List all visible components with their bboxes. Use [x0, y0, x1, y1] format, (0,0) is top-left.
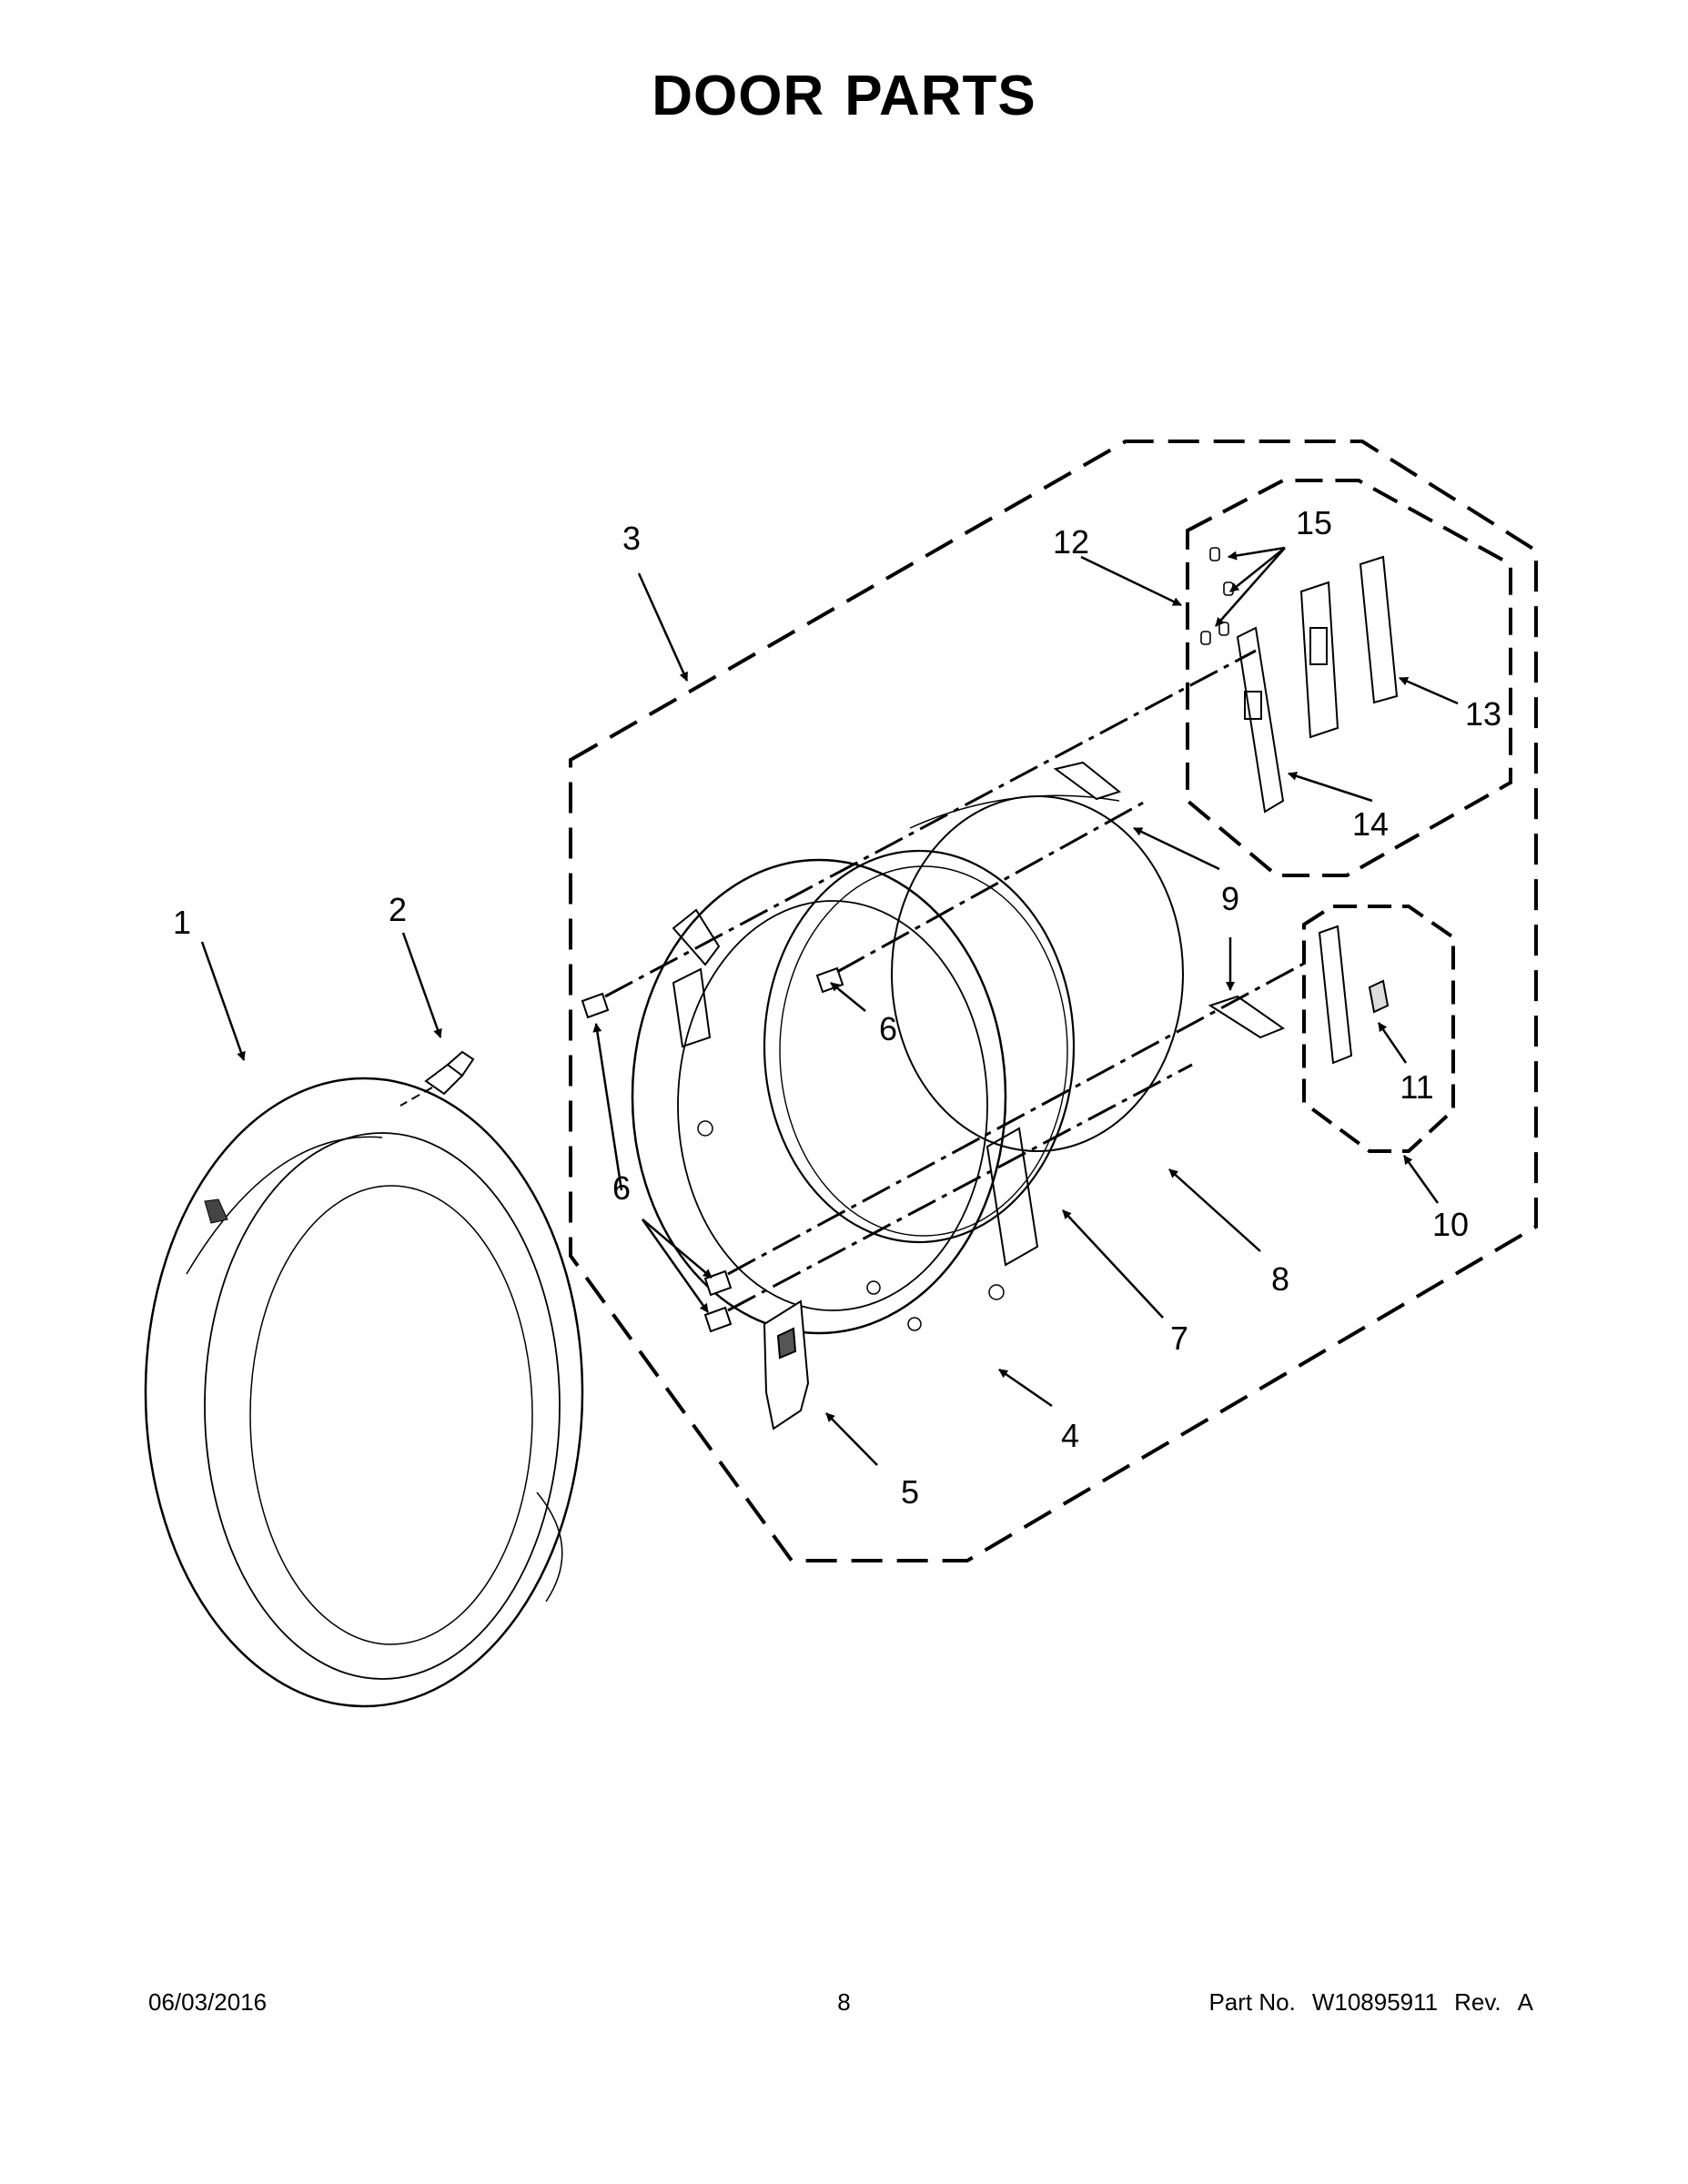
callout-12: 12	[1053, 523, 1089, 561]
callout-7: 7	[1170, 1320, 1188, 1357]
inner-door-frame	[631, 858, 1039, 1335]
part-number: W10895911	[1311, 1988, 1439, 2016]
assembly-10-boundary	[1302, 905, 1455, 1153]
callout-14: 14	[1352, 805, 1389, 843]
callout-13: 13	[1465, 695, 1501, 733]
callout-11: 11	[1400, 1068, 1433, 1106]
callout-5: 5	[901, 1473, 919, 1511]
footer-part-info: Part No. W10895911 Rev. A	[1208, 1988, 1533, 2017]
assembly-3-boundary	[569, 440, 1538, 1562]
callout-15: 15	[1296, 504, 1332, 541]
door-outer-ring	[144, 1077, 584, 1708]
callout-2: 2	[389, 891, 407, 928]
hinge-bracket	[1053, 761, 1286, 1039]
assembly-12-boundary	[1186, 479, 1512, 877]
footer-page-number: 8	[837, 1988, 851, 2016]
door-handle	[763, 1299, 810, 1431]
part-label: Part No.	[1208, 1988, 1296, 2016]
footer-date: 06/03/2016	[148, 1988, 268, 2016]
door-glass	[891, 794, 1184, 1152]
latch-bracket-14	[1236, 626, 1285, 814]
callout-8: 8	[1271, 1260, 1289, 1298]
callout-4: 4	[1061, 1417, 1079, 1454]
alignment-lines	[604, 649, 1311, 1312]
rev-value: A	[1517, 1988, 1533, 2016]
leader-lines	[200, 546, 1459, 1466]
spacers-15	[1200, 547, 1234, 645]
callout-9: 9	[1221, 880, 1239, 917]
callout-6-lower: 6	[612, 1169, 631, 1207]
callout-6-upper: 6	[879, 1010, 897, 1047]
callout-3: 3	[622, 520, 641, 557]
rev-label: Rev.	[1454, 1988, 1501, 2016]
callout-10: 10	[1432, 1206, 1469, 1243]
latch-plate-13	[1299, 555, 1399, 739]
door-screw	[399, 1050, 475, 1107]
callout-1: 1	[173, 904, 191, 941]
screws-6	[581, 966, 844, 1333]
title-word-parts: PARTS	[844, 65, 1036, 127]
door-gasket	[763, 849, 1076, 1244]
title-word-door: DOOR	[652, 65, 825, 127]
page-title: DOOR PARTS	[0, 64, 1688, 128]
strike-assembly-10	[1318, 925, 1390, 1065]
